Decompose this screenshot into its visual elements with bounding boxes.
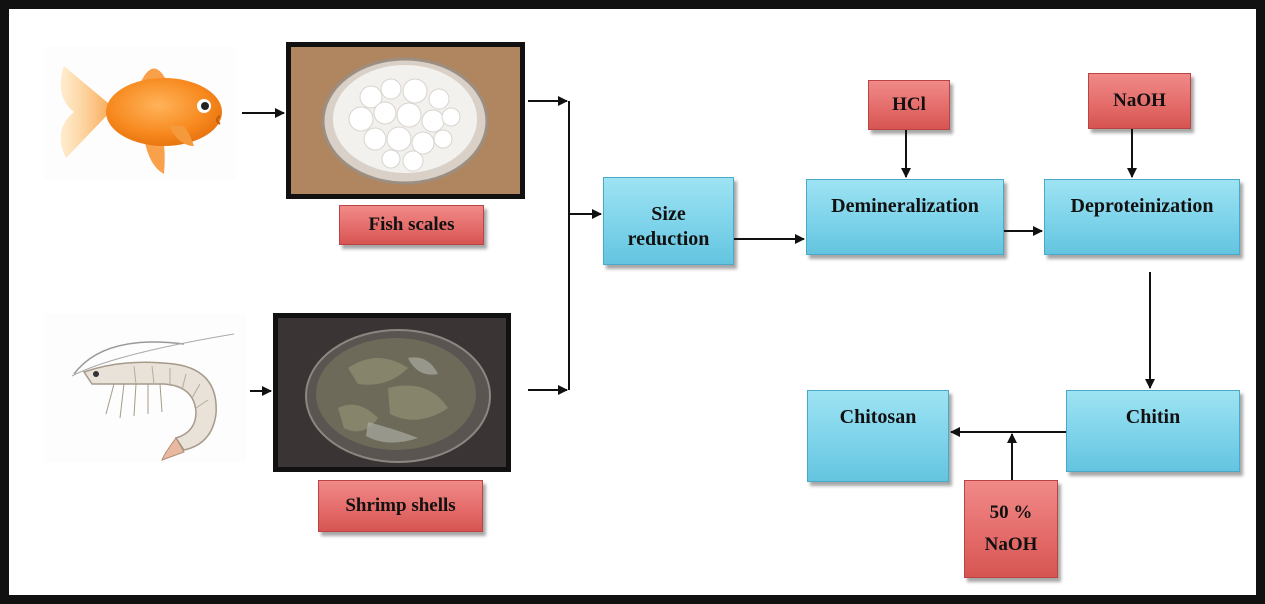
deproteinization-text: Deproteinization: [1070, 195, 1214, 217]
naoh-text: NaOH: [1113, 90, 1166, 112]
size-reduction-line1: Size: [651, 203, 686, 225]
size-reduction-line2: reduction: [627, 228, 710, 250]
demineralization-box: Demineralization: [806, 179, 1004, 255]
shrimp-shells-label: Shrimp shells: [318, 480, 483, 532]
hcl-reagent-box: HCl: [868, 80, 950, 130]
naoh50-line1: 50 %: [989, 502, 1033, 524]
shrimp-shells-photo: [273, 313, 511, 472]
fish-scales-text: Fish scales: [368, 214, 455, 236]
fish-scales-photo: [286, 42, 525, 199]
demineralization-text: Demineralization: [831, 195, 979, 217]
hcl-text: HCl: [892, 94, 926, 116]
goldfish-illustration: [44, 46, 236, 180]
shrimp-shells-text: Shrimp shells: [345, 495, 456, 517]
naoh50-reagent-box: 50 % NaOH: [964, 480, 1058, 578]
chitosan-text: Chitosan: [839, 406, 917, 428]
naoh-reagent-box: NaOH: [1088, 73, 1191, 129]
fish-scales-label: Fish scales: [339, 205, 484, 245]
shrimp-illustration: [44, 314, 246, 462]
deproteinization-box: Deproteinization: [1044, 179, 1240, 255]
naoh50-line2: NaOH: [984, 534, 1038, 555]
size-reduction-box: Size reduction: [603, 177, 734, 265]
chitin-text: Chitin: [1125, 406, 1181, 428]
chitin-box: Chitin: [1066, 390, 1240, 472]
chitosan-box: Chitosan: [807, 390, 949, 482]
